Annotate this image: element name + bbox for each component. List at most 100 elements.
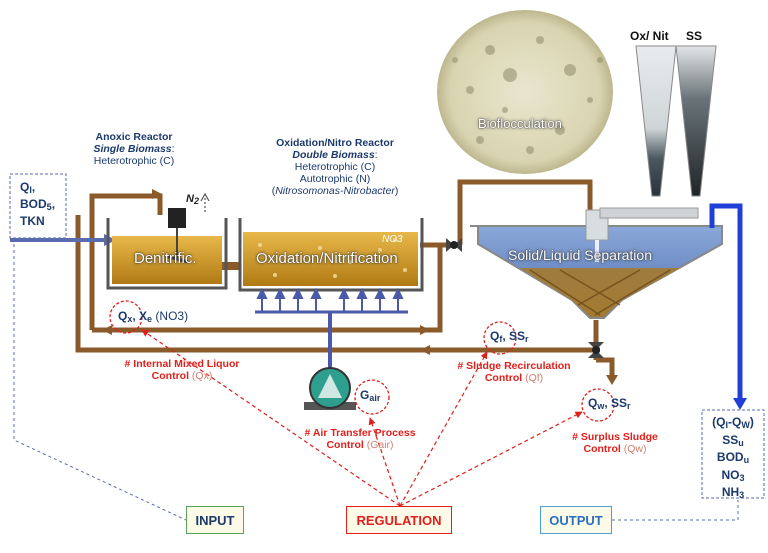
anoxic-biomass: Single Biomass	[93, 143, 172, 156]
input-params-box	[9, 173, 67, 239]
pipe-anoxic-top	[89, 193, 163, 330]
qf-sub: f	[499, 334, 503, 344]
internal-control-label: # Internal Mixed Liquor Control (Qx)	[112, 358, 252, 382]
input-bod: BOD	[20, 197, 47, 212]
internal-param: (Qx)	[191, 370, 213, 383]
separation-label: Solid/Liquid Separation	[508, 247, 652, 263]
sludge-line1: # Sludge Recirculation	[457, 360, 571, 372]
qw-sub: w	[597, 401, 605, 411]
xe-suffix: (NO3)	[155, 309, 189, 323]
oxidation-sludge	[243, 232, 418, 286]
output-q-mid: -Q	[728, 415, 742, 429]
bioflocculation-label: Bioflocculation	[478, 116, 562, 131]
output-q-sub1: I	[725, 420, 728, 430]
settling-cones	[635, 45, 717, 197]
qx-circle	[109, 300, 143, 334]
sludge-param: (Qf)	[525, 372, 544, 385]
regulation-lines	[141, 329, 583, 507]
recirculation-pipes	[75, 179, 615, 378]
sludge-control-label: # Sludge Recirculation Control (Qf)	[444, 360, 584, 384]
air-line1: # Air Transfer Process	[304, 427, 416, 439]
qf-text: Q	[490, 329, 500, 343]
anoxic-sludge	[112, 236, 222, 284]
valve-1	[446, 238, 462, 252]
output-ss: SS	[722, 432, 739, 447]
input-q: Q	[20, 180, 30, 194]
output-no3-sub: 3	[739, 472, 745, 483]
qf-ssr-label: Qf, SSr	[490, 329, 529, 344]
n2-text: N	[186, 193, 194, 205]
valve-2	[588, 342, 604, 358]
return-arrow-1	[420, 325, 430, 335]
ssr-sub: r	[525, 334, 529, 344]
internal-line1: # Internal Mixed Liquor	[124, 358, 240, 370]
output-no3: NO	[721, 467, 740, 482]
oxidation-type1: Heterotrophic (C)	[294, 161, 376, 174]
output-params: (QI-QW) SSu BODu NO3 NH3	[702, 414, 764, 502]
output-nh3-sub: 3	[739, 490, 745, 501]
gair-circle	[354, 379, 390, 415]
surplus-line2: Control	[583, 443, 621, 456]
input-tkn: TKN	[20, 214, 45, 229]
output-params-box	[701, 409, 765, 499]
qw-text: Q	[588, 396, 598, 410]
output-q-end: )	[749, 415, 754, 429]
waste-arrow	[606, 375, 618, 385]
qx-text: Q	[118, 309, 128, 323]
n2-label: N2	[186, 193, 199, 206]
qf-circle	[483, 321, 517, 355]
qw-circle	[581, 388, 615, 422]
input-q-sub: I	[29, 185, 32, 195]
n2-sub: 2	[193, 196, 199, 206]
gair-text: G	[360, 388, 370, 402]
output-pipe	[709, 203, 743, 402]
gair-label: Gair	[360, 388, 381, 403]
qx-sub: x	[127, 314, 133, 324]
oxidation-biomass: Double Biomass	[292, 149, 375, 162]
clarifier	[470, 207, 723, 319]
air-blower	[304, 367, 356, 410]
oxidation-title: Oxidation/Nitro Reactor	[276, 137, 394, 149]
output-ss-sub: u	[738, 437, 744, 448]
regulation-box[interactable]: REGULATION	[346, 506, 452, 534]
ssr-text: SS	[509, 329, 526, 343]
oxidation-nitrification-label: Oxidation/Nitrification	[256, 250, 398, 267]
anoxic-biomass-colon: :	[171, 143, 175, 156]
surplus-control-label: # Surplus Sludge Control (Qw)	[550, 431, 680, 455]
ssr2-sub: r	[627, 401, 631, 411]
air-line2: Control	[326, 439, 364, 452]
oxidation-biomass-colon: :	[374, 149, 378, 162]
output-bod: BOD	[716, 450, 744, 465]
xe-sub: e	[147, 314, 153, 324]
sludge-line2: Control	[484, 372, 523, 385]
no3-tank-label: NO3	[382, 234, 403, 245]
input-params: QI, BOD5, TKN	[20, 180, 56, 229]
anoxic-type: Heterotrophic (C)	[93, 155, 175, 168]
air-control-label: # Air Transfer Process Control (Gair)	[290, 427, 430, 451]
oxidation-bacteria: Nitrosomonas-Nitrobacter	[275, 185, 395, 198]
gair-sub: air	[369, 393, 381, 403]
cone-label-ss: SS	[686, 29, 703, 43]
xe-text: X	[139, 309, 148, 323]
input-link	[13, 238, 187, 521]
pipe-internal-return	[92, 245, 443, 333]
oxidation-type2: Autotrophic (N)	[299, 173, 371, 186]
output-box[interactable]: OUTPUT	[540, 506, 612, 534]
internal-line2: Control	[151, 370, 189, 383]
qx-xe-label: Qx, Xe (NO3)	[118, 309, 189, 324]
anoxic-tank	[106, 192, 228, 290]
oxidation-tank	[238, 218, 424, 378]
qw-ssr-label: Qw, SSr	[588, 396, 631, 411]
air-param: (Gair)	[366, 439, 394, 452]
oxidation-label-block: Oxidation/Nitro Reactor Double Biomass: …	[260, 137, 410, 197]
return-arrow-2	[420, 345, 430, 355]
surplus-param: (Qw)	[623, 443, 647, 456]
denitrific-label: Denitrific.	[134, 250, 197, 267]
output-bod-sub: u	[743, 455, 750, 466]
input-box[interactable]: INPUT	[186, 506, 244, 534]
output-q: (Q	[712, 415, 726, 429]
output-nh3: NH	[721, 485, 740, 500]
bioflocculation-photo	[437, 10, 613, 174]
